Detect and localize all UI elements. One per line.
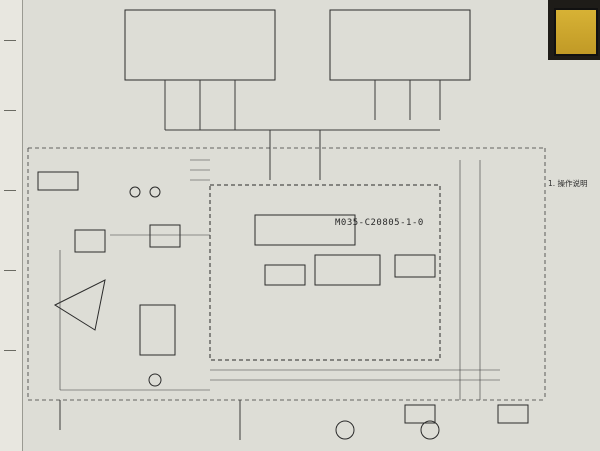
pump-symbol (53, 279, 106, 331)
check-valve (264, 264, 306, 286)
solenoid-valve (149, 224, 181, 248)
filter-valve (74, 229, 106, 253)
pressure-gauge (129, 186, 141, 198)
part-code-label: M035-C20805-1-0 (335, 218, 424, 228)
upper-right-valve-block (329, 9, 471, 81)
relief-valve (394, 254, 436, 278)
paper-margin (0, 0, 23, 451)
bottom-valve (404, 404, 436, 424)
bottom-gauge (420, 420, 440, 440)
proportional-valve (314, 254, 381, 286)
bottom-gauge (335, 420, 355, 440)
bottom-valve (497, 404, 529, 424)
brass-block-photo (548, 0, 600, 60)
upper-left-valve-block (124, 9, 276, 81)
margin-tick (4, 190, 16, 191)
central-valve-module (209, 184, 441, 361)
margin-tick (4, 40, 16, 41)
pressure-gauge (149, 186, 161, 198)
margin-tick (4, 270, 16, 271)
amber-fitting (554, 8, 598, 56)
margin-tick (4, 110, 16, 111)
directional-valve (254, 214, 356, 246)
accumulator (139, 304, 176, 356)
notes-panel: 1. 操作说明 (548, 178, 600, 408)
margin-tick (4, 350, 16, 351)
notes-first-line: 1. 操作说明 (548, 179, 588, 188)
motor-symbol (148, 373, 162, 387)
left-label-box (37, 171, 79, 191)
